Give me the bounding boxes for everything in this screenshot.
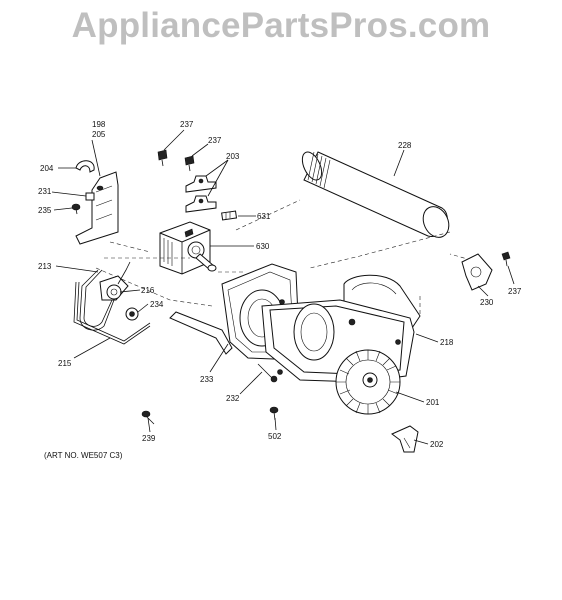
mounting-straps-part: [185, 175, 217, 213]
leader-lines: [51, 129, 515, 445]
foot-part: [391, 425, 419, 453]
label-233: 233: [200, 375, 214, 384]
label-235: 235: [38, 206, 52, 215]
screw-part: [184, 155, 195, 172]
label-215: 215: [58, 359, 72, 368]
bracket-part: [75, 171, 119, 245]
label-237: 237: [208, 136, 222, 145]
blower-wheel-part: [335, 349, 401, 415]
screw-part: [157, 149, 168, 167]
leader-dash-lines: [95, 199, 479, 314]
label-216: 216: [141, 286, 155, 295]
motor-part: [159, 221, 217, 275]
label-630: 630: [256, 242, 270, 251]
label-201: 201: [426, 398, 440, 407]
label-213: 213: [38, 262, 52, 271]
label-237: 237: [508, 287, 522, 296]
part-labels: 198 205 204 231 235 237 237 203 631 630 …: [38, 120, 522, 460]
screw-part: [269, 406, 279, 421]
label-205: 205: [92, 130, 106, 139]
label-231: 231: [38, 187, 52, 196]
idler-bracket-part: [125, 307, 139, 321]
thermistor-part: [221, 210, 238, 221]
rod-part: [73, 281, 151, 345]
label-502: 502: [268, 432, 282, 441]
thermostat-part: [257, 363, 278, 383]
label-230: 230: [480, 298, 494, 307]
label-239: 239: [142, 434, 156, 443]
hose-clamp-part: [75, 160, 95, 173]
label-198: 198: [92, 120, 106, 129]
duct-plate-part: [461, 251, 511, 291]
exhaust-duct-part: [301, 151, 450, 238]
screw-part: [141, 410, 155, 425]
label-234: 234: [150, 300, 164, 309]
watermark: AppliancePartsPros.com: [71, 6, 491, 45]
label-203: 203: [226, 152, 240, 161]
screw-part: [71, 203, 81, 215]
label-237: 237: [180, 120, 194, 129]
blower-housing-part: [169, 263, 421, 383]
label-228: 228: [398, 141, 412, 150]
art-number: (ART NO. WE507 C3): [44, 451, 123, 460]
idler-pulley-part: [99, 261, 131, 301]
label-204: 204: [40, 164, 54, 173]
clip-part: [85, 192, 95, 201]
label-631: 631: [257, 212, 271, 221]
label-202: 202: [430, 440, 444, 449]
label-218: 218: [440, 338, 454, 347]
label-232: 232: [226, 394, 240, 403]
